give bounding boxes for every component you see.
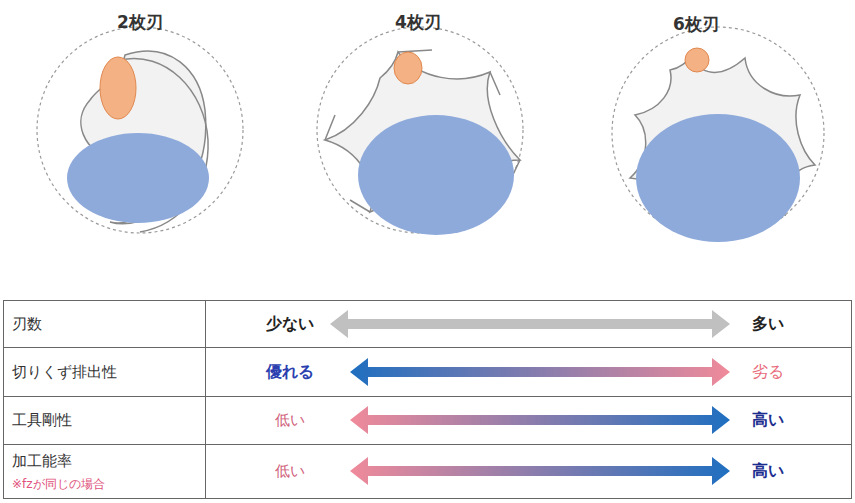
row-note: ※fzが同じの場合 (12, 477, 105, 491)
six-flute-section (612, 27, 824, 242)
range-end-label: 少ない (263, 314, 317, 333)
range-arrows (330, 310, 730, 485)
row-header: 切りくず排出性 (12, 363, 117, 381)
range-end-label: 低い (272, 462, 308, 480)
flute-count-title: 2枚刃 (117, 12, 163, 32)
range-end-label: 優れる (263, 362, 317, 381)
row-header: 工具剛性 (12, 411, 72, 429)
two-flute-section (37, 27, 243, 233)
range-end-label: 高い (749, 461, 787, 480)
four-flute-section (317, 27, 523, 235)
flute-count-title: 6枚刃 (673, 14, 719, 34)
flute-count-title: 4枚刃 (395, 12, 441, 32)
row-header: 刃数 (12, 315, 42, 333)
range-end-label: 劣る (749, 362, 787, 381)
range-end-label: 多い (749, 314, 787, 333)
row-header: 加工能率 (12, 452, 72, 470)
range-end-label: 高い (749, 410, 787, 429)
range-end-label: 低い (272, 411, 308, 429)
comparison-table (4, 301, 852, 499)
